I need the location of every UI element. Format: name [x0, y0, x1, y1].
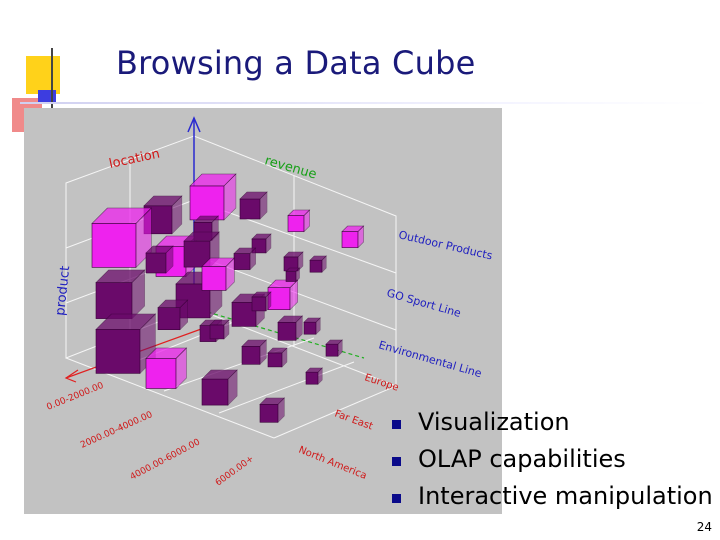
- bullet-item: OLAP capabilities: [392, 441, 713, 478]
- bullet-square-icon: [392, 457, 401, 466]
- bullet-square-icon: [392, 494, 401, 503]
- data-cube: [287, 209, 311, 233]
- data-cube: [201, 257, 236, 292]
- data-cube: [95, 269, 146, 320]
- data-cube: [267, 347, 288, 368]
- data-cube: [341, 225, 365, 249]
- data-cube: [309, 255, 327, 273]
- data-cube: [233, 247, 257, 271]
- data-cube: [189, 173, 237, 221]
- cube-layer: [91, 173, 365, 424]
- data-cube: [145, 347, 188, 390]
- data-cube: [145, 245, 174, 274]
- data-cube: [91, 207, 153, 269]
- data-cube: [325, 339, 343, 357]
- bullet-item: Visualization: [392, 404, 713, 441]
- corner-vertical-line: [51, 48, 53, 138]
- title-divider: [20, 102, 710, 104]
- bullet-list: Visualization OLAP capabilities Interact…: [392, 404, 713, 515]
- data-cube: [305, 367, 323, 385]
- data-cube-figure: location revenue product Outdoor Product…: [24, 108, 502, 514]
- data-cube: [251, 291, 272, 312]
- data-cube: [241, 339, 268, 366]
- data-cube: [285, 267, 301, 283]
- bullet-item: Interactive manipulation: [392, 478, 713, 515]
- page-number: 24: [696, 520, 712, 534]
- corner-blue-block: [38, 90, 56, 102]
- data-cube: [157, 299, 189, 331]
- data-cube: [303, 317, 321, 335]
- bullet-text: Visualization: [418, 408, 570, 436]
- bullet-text: OLAP capabilities: [418, 445, 626, 473]
- data-cube: [239, 191, 268, 220]
- data-cube: [209, 319, 230, 340]
- slide-title: Browsing a Data Cube: [116, 44, 476, 82]
- data-cube: [259, 397, 286, 424]
- data-cube: [277, 315, 304, 342]
- data-cube: [267, 279, 299, 311]
- data-cube: [201, 369, 238, 406]
- bullet-text: Interactive manipulation: [418, 482, 713, 510]
- data-cube: [95, 313, 157, 375]
- corner-yellow-block: [26, 56, 60, 94]
- axis-label-product: product: [53, 265, 73, 316]
- bullet-square-icon: [392, 420, 401, 429]
